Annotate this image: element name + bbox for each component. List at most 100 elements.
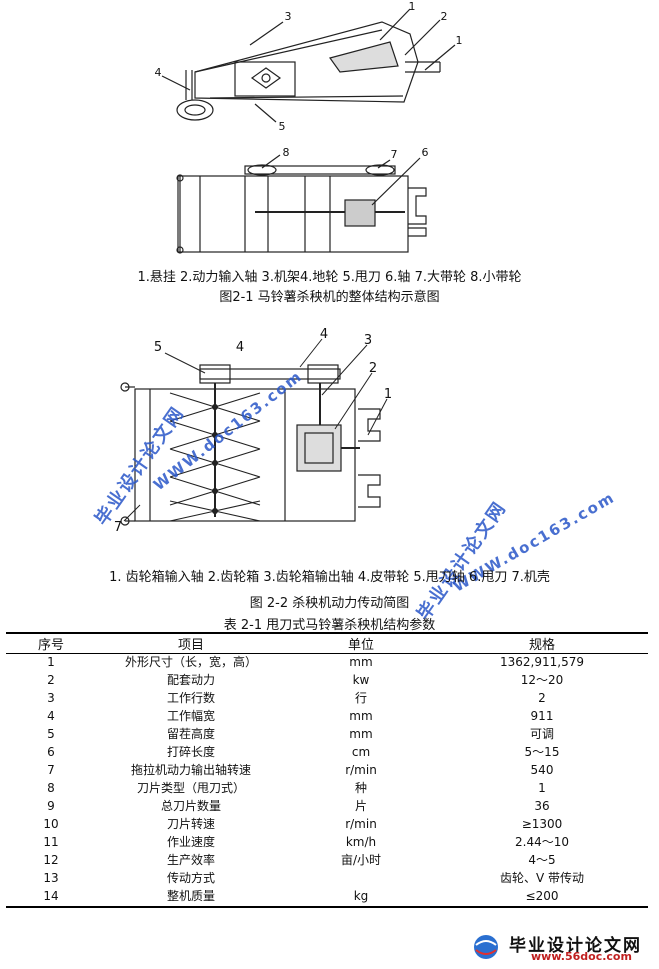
cell-unit: km/h <box>345 835 377 849</box>
cell-item: 刀片转速 <box>166 817 215 831</box>
table-row: 10 刀片转速 r/min ≥1300 <box>6 816 648 834</box>
belt <box>199 368 341 380</box>
cell-item: 整机质量 <box>96 888 286 908</box>
cell-unit: r/min <box>345 763 377 777</box>
globe-icon <box>474 935 498 959</box>
table-row: 1 外形尺寸（长，宽，高） mm 1362,911,579 <box>6 654 648 673</box>
cell-unit: mm <box>349 709 373 723</box>
table-row: 5 留茬高度 mm 可调 <box>6 726 648 744</box>
cell-spec: 1362,911,579 <box>500 655 584 669</box>
cell-index: 13 <box>43 871 59 885</box>
cell-index: 9 <box>47 799 55 813</box>
fig1-callout-1-top: 1 <box>409 0 416 13</box>
cell-spec: 可调 <box>529 727 554 741</box>
cell-index: 10 <box>43 817 59 831</box>
top-view-belt <box>244 165 396 175</box>
cell-unit: r/min <box>345 817 377 831</box>
cell-spec: ≤200 <box>436 888 648 908</box>
footer-cn: 毕业设计论文网 <box>509 936 642 956</box>
figure-2-2-title: 图 2-2 杀秧机动力传动简图 <box>249 596 410 611</box>
header-index: 序号 <box>6 632 96 654</box>
table-row: 13 传动方式 齿轮、V 带传动 <box>6 870 648 888</box>
cell-unit: mm <box>349 655 373 669</box>
table-title: 表 2-1 甩刀式马铃薯杀秧机结构参数 <box>223 618 436 633</box>
cell-unit: kw <box>352 673 370 687</box>
cell-index: 14 <box>6 888 96 908</box>
cell-spec: 12～20 <box>520 673 564 687</box>
cell-item: 拖拉机动力输出轴转速 <box>130 763 251 777</box>
table-row: 7 拖拉机动力输出轴转速 r/min 540 <box>6 762 648 780</box>
fig1-callout-8: 8 <box>283 146 290 159</box>
side-view-gearbox <box>234 61 296 97</box>
cell-spec: 540 <box>530 763 554 777</box>
fig2-callout-3: 3 <box>364 333 372 348</box>
cell-item: 配套动力 <box>166 673 215 687</box>
table-row: 6 打碎长度 cm 5～15 <box>6 744 648 762</box>
figure-2-1-title: 图2-1 马铃薯杀秧机的整体结构示意图 <box>219 290 440 305</box>
cell-index: 2 <box>47 673 55 687</box>
header-unit: 单位 <box>286 632 436 654</box>
cell-spec: 2.44～10 <box>515 835 569 849</box>
table-row: 2 配套动力 kw 12～20 <box>6 672 648 690</box>
cell-item: 打碎长度 <box>166 745 215 759</box>
header-spec: 规格 <box>436 632 648 654</box>
cell-spec: 5～15 <box>524 745 560 759</box>
cell-unit: mm <box>349 727 373 741</box>
fig2-callout-7: 7 <box>114 520 122 535</box>
cell-item: 生产效率 <box>166 853 215 867</box>
cell-item: 刀片类型（甩刀式） <box>136 781 245 795</box>
cell-item: 留茬高度 <box>166 727 215 741</box>
cell-unit: 亩/小时 <box>340 853 382 867</box>
cell-unit: cm <box>351 745 371 759</box>
table-row: 12 生产效率 亩/小时 4～5 <box>6 852 648 870</box>
cell-item: 工作幅宽 <box>166 709 215 723</box>
figure-2-1-legend: 1.悬挂 2.动力输入轴 3.机架4.地轮 5.甩刀 6.轴 7.大带轮 8.小… <box>137 270 522 285</box>
footer-logo: 毕业设计论文网 www.56doc.com <box>471 931 651 963</box>
cell-item: 作业速度 <box>166 835 215 849</box>
cell-unit: kg <box>286 888 436 908</box>
cell-spec: ≥1300 <box>521 817 563 831</box>
cell-index: 11 <box>43 835 59 849</box>
fig2-callout-4b: 4 <box>320 327 328 342</box>
machine-housing <box>134 388 356 522</box>
cell-unit: 行 <box>354 691 367 705</box>
cell-spec: 4～5 <box>528 853 556 867</box>
fig1-callout-4: 4 <box>155 66 162 79</box>
cell-index: 5 <box>47 727 55 741</box>
figure-2-2-legend: 1. 齿轮箱输入轴 2.齿轮箱 3.齿轮箱输出轴 4.皮带轮 5.甩刀轴 6.甩… <box>109 570 550 585</box>
cell-index: 8 <box>47 781 55 795</box>
fig1-callout-2: 2 <box>441 10 448 23</box>
fig1-callout-5: 5 <box>279 120 286 133</box>
ground-wheel <box>176 99 214 121</box>
cell-spec: 36 <box>534 799 550 813</box>
top-view-gearbox <box>344 199 376 227</box>
cell-item: 传动方式 <box>166 871 215 885</box>
table-row: 11 作业速度 km/h 2.44～10 <box>6 834 648 852</box>
cell-spec: 2 <box>538 691 546 705</box>
cell-index: 12 <box>43 853 59 867</box>
fig1-callout-6: 6 <box>422 146 429 159</box>
header-item: 项目 <box>96 632 286 654</box>
fig2-callout-5: 5 <box>154 340 162 355</box>
cell-index: 1 <box>47 655 55 669</box>
cell-index: 6 <box>47 745 55 759</box>
top-view-frame <box>177 175 409 253</box>
footer-url: www.56doc.com <box>531 950 632 963</box>
cell-spec: 齿轮、V 带传动 <box>499 871 585 885</box>
cell-spec: 1 <box>538 781 546 795</box>
fig2-callout-1: 1 <box>384 387 392 402</box>
cell-item: 外形尺寸（长，宽，高） <box>124 655 257 669</box>
fig2-callout-4a: 4 <box>236 340 244 355</box>
cell-index: 7 <box>47 763 55 777</box>
fig1-callout-1-right: 1 <box>456 34 463 47</box>
gearbox <box>296 424 342 472</box>
table-row: 9 总刀片数量 片 36 <box>6 798 648 816</box>
cell-unit: 片 <box>354 799 367 813</box>
table-header-row: 序号 项目 单位 规格 <box>6 632 648 654</box>
cell-item: 总刀片数量 <box>160 799 221 813</box>
cell-item: 工作行数 <box>166 691 215 705</box>
